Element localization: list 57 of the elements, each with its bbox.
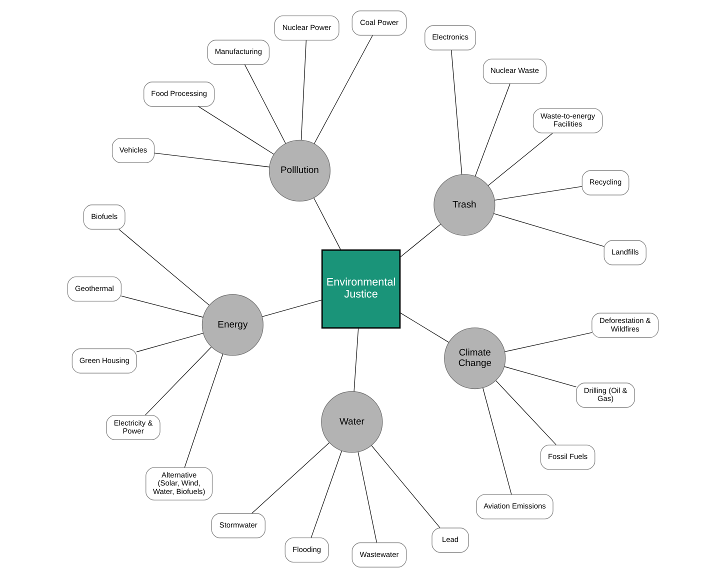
node-box: Electricity & Power: [106, 414, 160, 440]
node-box: Electronics: [424, 25, 476, 50]
node-circle: Polllution: [268, 140, 331, 202]
node-box: Flooding: [284, 537, 329, 563]
connector: [251, 442, 330, 514]
node-box: Nuclear Power: [274, 15, 340, 41]
node-box: Stormwater: [211, 513, 266, 538]
connector: [154, 152, 270, 168]
node-box: Drilling (Oil & Gas): [576, 382, 635, 408]
connector: [310, 450, 342, 538]
node-box: Fossil Fuels: [540, 444, 596, 470]
node-circle: Trash: [434, 174, 496, 236]
connector: [120, 296, 204, 318]
connector: [400, 312, 450, 343]
connector: [244, 64, 286, 144]
connector: [313, 197, 342, 250]
connector: [504, 332, 592, 352]
node-circle: Energy: [202, 294, 264, 356]
connector: [314, 35, 373, 144]
node-box: Lead: [432, 528, 469, 553]
connector: [474, 83, 510, 177]
connector: [494, 186, 582, 200]
node-box: Landfills: [604, 240, 646, 266]
node-box: Food Processing: [144, 82, 215, 107]
connector: [354, 328, 359, 392]
node-circle: Climate Change: [444, 327, 506, 390]
node-box: Vehicles: [112, 138, 155, 164]
connector: [144, 346, 212, 416]
node-circle: Water: [321, 391, 383, 453]
node-box: Waste-to-energy Facilities: [532, 108, 603, 134]
connector: [451, 50, 462, 175]
connector: [118, 229, 210, 306]
connector: [198, 106, 274, 155]
node-box: Biofuels: [83, 204, 126, 230]
connector: [262, 300, 322, 318]
connector: [482, 387, 512, 495]
connector: [136, 332, 204, 352]
node-box: Manufacturing: [207, 40, 270, 65]
connector: [300, 40, 307, 140]
node-box: Geothermal: [67, 276, 122, 302]
node-box: Recycling: [582, 170, 630, 196]
node-box: Wastewater: [352, 542, 407, 568]
node-box: Environmental Justice: [321, 249, 401, 329]
connector: [371, 445, 440, 528]
node-box: Nuclear Waste: [482, 58, 547, 84]
node-box: Deforestation & Wildfires: [592, 312, 659, 338]
connector: [493, 213, 604, 247]
node-box: Green Housing: [72, 348, 137, 374]
node-box: Aviation Emissions: [476, 494, 554, 520]
connector: [358, 452, 377, 543]
node-box: Coal Power: [352, 10, 407, 36]
connector: [400, 224, 441, 258]
connector: [488, 132, 553, 186]
connector: [184, 354, 224, 468]
connector: [504, 366, 577, 388]
connector: [496, 380, 556, 446]
node-box: Alternative (Solar, Wind, Water, Biofuels): [146, 467, 213, 500]
